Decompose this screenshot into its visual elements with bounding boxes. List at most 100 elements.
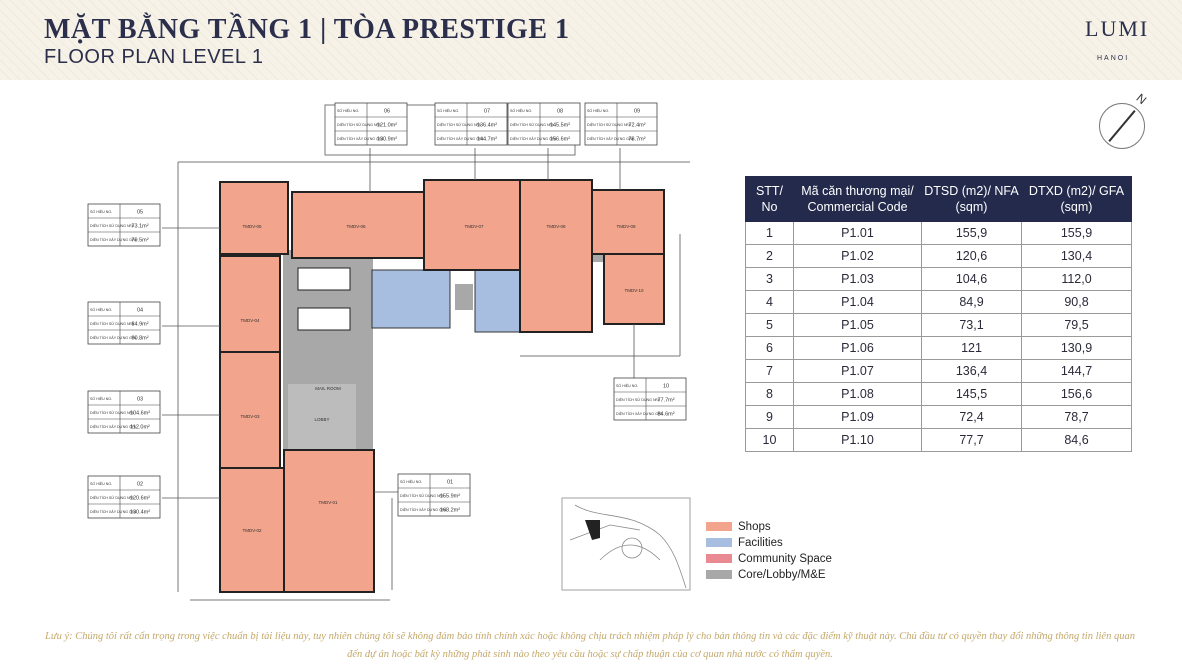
table-cell: 8 — [745, 382, 794, 406]
unit-card-label-no: SỐ HIỆU NO. — [90, 396, 112, 401]
unit-card-value-nfa: 73.1m² — [131, 224, 148, 230]
unit-card-label-no: SỐ HIỆU NO. — [90, 307, 112, 312]
unit-card-value-gfa: 144.7m² — [477, 137, 497, 143]
unit-card-value-no: 10 — [663, 384, 669, 390]
unit-card-label-gfa: DIỆN TÍCH XÂY DỰNG GFA — [587, 136, 634, 141]
legend-label: Shops — [738, 521, 771, 533]
unit-card-value-nfa: 136.4m² — [477, 123, 497, 129]
unit-card-value-nfa: 145.5m² — [550, 123, 570, 129]
legend-item: Facilities — [706, 537, 783, 549]
table-cell: P1.02 — [793, 244, 922, 268]
table-cell: 78,7 — [1021, 405, 1132, 429]
table-cell: 6 — [745, 336, 794, 360]
unit-card-label-no: SỐ HIỆU NO. — [400, 479, 422, 484]
compass-icon — [1099, 103, 1145, 149]
compass-north-label: N — [1133, 90, 1150, 108]
unit-card-label-nfa: DIỆN TÍCH SỬ DỤNG NFA — [400, 493, 445, 498]
table-cell: 121 — [921, 336, 1022, 360]
legend-label: Community Space — [738, 553, 832, 565]
unit-card-label-nfa: DIỆN TÍCH SỬ DỤNG NFA — [90, 410, 135, 415]
unit-label-03: TMDV-03 — [240, 414, 260, 419]
table-header-2: DTSD (m2)/ NFA (sqm) — [921, 176, 1022, 222]
table-cell: 84,9 — [921, 290, 1022, 314]
page-subtitle: FLOOR PLAN LEVEL 1 — [44, 46, 264, 68]
unit-card-label-gfa: DIỆN TÍCH XÂY DỰNG GFA — [90, 335, 137, 340]
brand-logo: LUMI — [1085, 16, 1150, 41]
floor-plan: TMDV-05 TMDV-04 TMDV-03 TMDV-02 TMDV-01 … — [87, 102, 691, 601]
unit-card-value-no: 08 — [557, 109, 563, 115]
table-header-0: STT/ No — [745, 176, 794, 222]
unit-card-label-gfa: DIỆN TÍCH XÂY DỰNG GFA — [400, 507, 447, 512]
unit-card-value-no: 01 — [447, 480, 453, 486]
unit-card-label-no: SỐ HIỆU NO. — [616, 383, 638, 388]
unit-card-value-nfa: 121.0m² — [377, 123, 397, 129]
unit-label-08: TMDV-08 — [546, 224, 566, 229]
unit-label-05: TMDV-05 — [242, 224, 262, 229]
unit-card-label-gfa: DIỆN TÍCH XÂY DỰNG GFA — [90, 509, 137, 514]
table-cell: 155,9 — [921, 221, 1022, 245]
table-cell: 79,5 — [1021, 313, 1132, 337]
unit-card-value-no: 04 — [137, 308, 143, 314]
table-cell: 4 — [745, 290, 794, 314]
unit-label-09: TMDV-09 — [616, 224, 636, 229]
unit-card-label-nfa: DIỆN TÍCH SỬ DỤNG NFA — [90, 223, 135, 228]
table-cell: P1.10 — [793, 428, 922, 452]
unit-card-label-no: SỐ HIỆU NO. — [337, 108, 359, 113]
unit-label-06: TMDV-06 — [346, 224, 366, 229]
table-cell: 77,7 — [921, 428, 1022, 452]
legend-label: Core/Lobby/M&E — [738, 569, 826, 581]
site-boundary — [177, 104, 690, 601]
disclaimer: Lưu ý: Chúng tôi rất cẩn trọng trong việ… — [45, 631, 1135, 660]
lobby-label: LOBBY — [314, 417, 329, 422]
unit-card-value-nfa: 104.6m² — [130, 411, 150, 417]
unit-card-label-nfa: DIỆN TÍCH SỬ DỤNG NFA — [337, 122, 382, 127]
table-cell: 72,4 — [921, 405, 1022, 429]
unit-card-label-gfa: DIỆN TÍCH XÂY DỰNG GFA — [616, 411, 663, 416]
table-cell: 144,7 — [1021, 359, 1132, 383]
table-cell: 130,9 — [1021, 336, 1132, 360]
table-cell: 2 — [745, 244, 794, 268]
table-cell: 9 — [745, 405, 794, 429]
unit-card-value-gfa: 84.6m² — [657, 412, 674, 418]
table-cell: 112,0 — [1021, 267, 1132, 291]
unit-card-label-nfa: DIỆN TÍCH SỬ DỤNG NFA — [90, 321, 135, 326]
table-cell: 1 — [745, 221, 794, 245]
table-cell: 73,1 — [921, 313, 1022, 337]
legend-label: Facilities — [738, 537, 783, 549]
unit-card-label-gfa: DIỆN TÍCH XÂY DỰNG GFA — [437, 136, 484, 141]
table-cell: 90,8 — [1021, 290, 1132, 314]
unit-label-07: TMDV-07 — [464, 224, 484, 229]
unit-card-label-no: SỐ HIỆU NO. — [90, 209, 112, 214]
legend-swatch — [706, 570, 732, 580]
unit-card-label-nfa: DIỆN TÍCH SỬ DỤNG NFA — [616, 397, 661, 402]
unit-card-value-no: 05 — [137, 210, 143, 216]
table-cell: P1.06 — [793, 336, 922, 360]
unit-card-value-nfa: 120.6m² — [130, 496, 150, 502]
legend-swatch — [706, 554, 732, 564]
page-title: MẶT BẰNG TẦNG 1 | TÒA PRESTIGE 1 — [44, 14, 570, 45]
table-cell: 130,4 — [1021, 244, 1132, 268]
unit-card-value-no: 03 — [137, 397, 143, 403]
table-cell: 136,4 — [921, 359, 1022, 383]
unit-card-value-gfa: 168.2m² — [440, 508, 460, 514]
unit-card-label-nfa: DIỆN TÍCH SỬ DỤNG NFA — [90, 495, 135, 500]
table-cell: P1.07 — [793, 359, 922, 383]
unit-card-value-gfa: 90.8m² — [131, 336, 148, 342]
table-cell: P1.03 — [793, 267, 922, 291]
unit-card-value-no: 06 — [384, 109, 390, 115]
table-cell: 84,6 — [1021, 428, 1132, 452]
unit-label-02: TMDV-02 — [242, 528, 262, 533]
unit-card-label-no: SỐ HIỆU NO. — [90, 481, 112, 486]
table-cell: P1.04 — [793, 290, 922, 314]
